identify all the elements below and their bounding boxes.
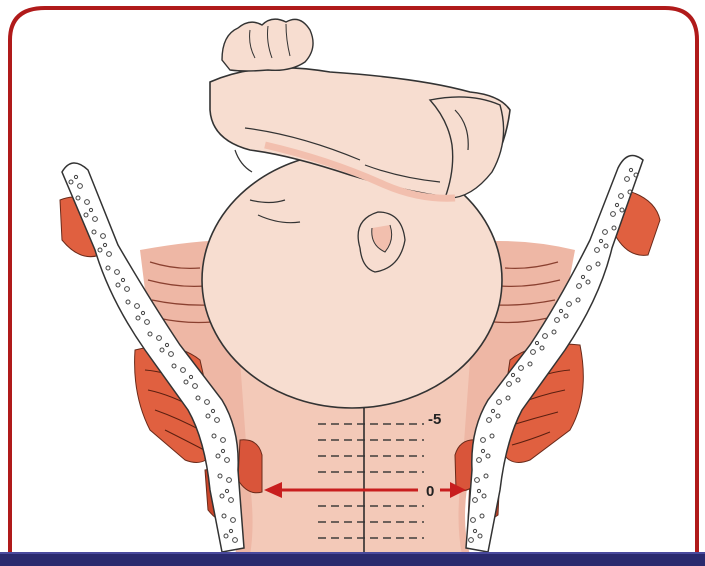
station-label-minus5: -5 [428, 411, 441, 428]
bottom-bar [0, 552, 705, 566]
station-label-zero: 0 [426, 483, 434, 500]
bottom-bar-highlight [0, 552, 705, 554]
